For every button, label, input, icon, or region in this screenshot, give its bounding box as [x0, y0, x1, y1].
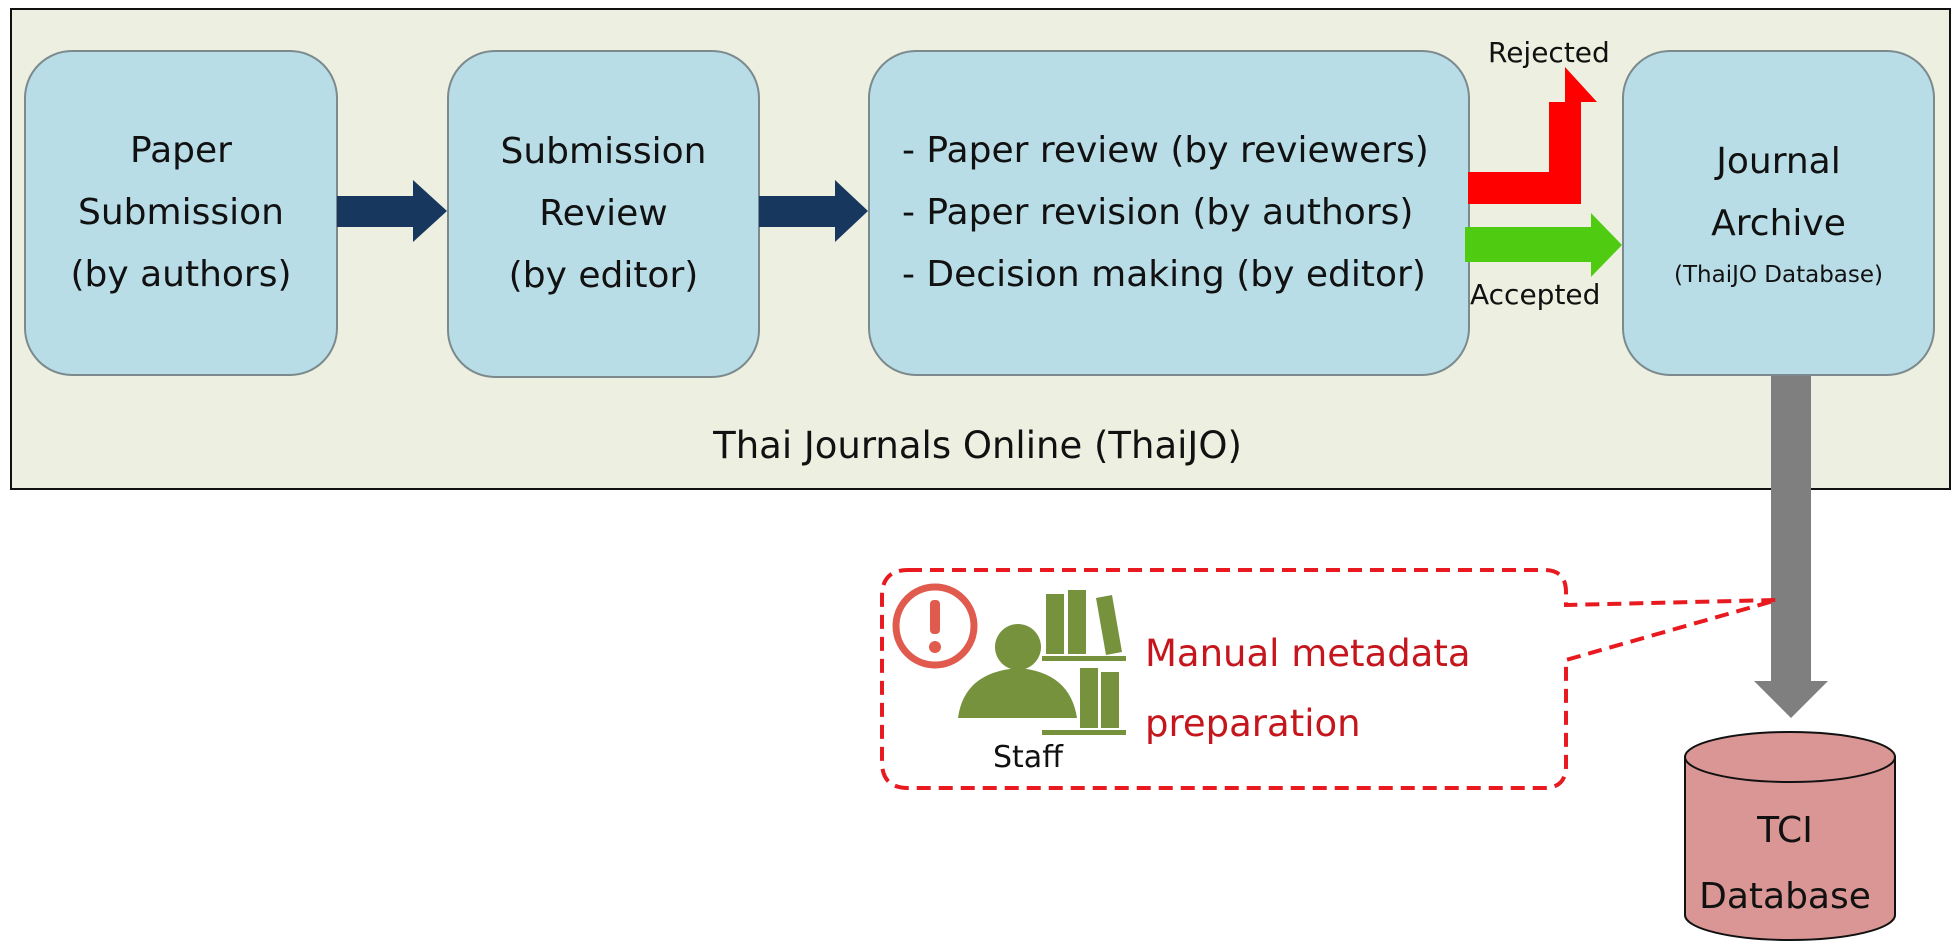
- flow-arrow-2: [759, 180, 868, 242]
- stage-review-decision: - Paper review (by reviewers) - Paper re…: [868, 50, 1470, 376]
- tci-database-cylinder: [1684, 731, 1896, 941]
- stage-line: Journal: [1716, 141, 1841, 182]
- accepted-label: Accepted: [1470, 278, 1601, 311]
- callout-border: [880, 568, 1778, 790]
- stage-line: (by authors): [70, 254, 292, 295]
- accepted-arrow: [1465, 213, 1622, 277]
- exclamation-icon: [892, 583, 978, 669]
- stage-journal-archive: Journal Archive (ThaiJO Database): [1622, 50, 1935, 376]
- tci-database-label: TCI Database: [1685, 798, 1885, 930]
- rejected-label: Rejected: [1488, 36, 1610, 69]
- staff-person-icon: [958, 624, 1077, 718]
- stage-line: Submission: [78, 192, 284, 233]
- frame-label: Thai Journals Online (ThaiJO): [713, 424, 1242, 467]
- staff-label: Staff: [993, 740, 1063, 775]
- connector-head: [1754, 681, 1828, 718]
- flow-arrow-1: [337, 180, 447, 242]
- rejected-arrow: [1468, 67, 1597, 204]
- stage-note: (ThaiJO Database): [1674, 262, 1883, 288]
- callout-line-2: preparation: [1145, 702, 1361, 745]
- stage-line: - Paper review (by reviewers): [902, 130, 1429, 171]
- database-line: Database: [1699, 876, 1871, 917]
- callout-line-1: Manual metadata: [1145, 632, 1471, 675]
- stage-line: Submission: [500, 131, 707, 172]
- stage-line: Review: [539, 193, 668, 234]
- database-line: TCI: [1757, 810, 1813, 851]
- stage-line: - Paper revision (by authors): [902, 192, 1414, 233]
- stage-submission-review: Submission Review (by editor): [447, 50, 760, 378]
- stage-line: Paper: [130, 130, 232, 171]
- stage-line: Archive: [1711, 203, 1846, 244]
- books-icon: [1042, 590, 1126, 735]
- stage-line: (by editor): [508, 255, 699, 296]
- stage-paper-submission: Paper Submission (by authors): [24, 50, 338, 376]
- connector-shaft: [1771, 376, 1811, 681]
- stage-line: - Decision making (by editor): [902, 254, 1426, 295]
